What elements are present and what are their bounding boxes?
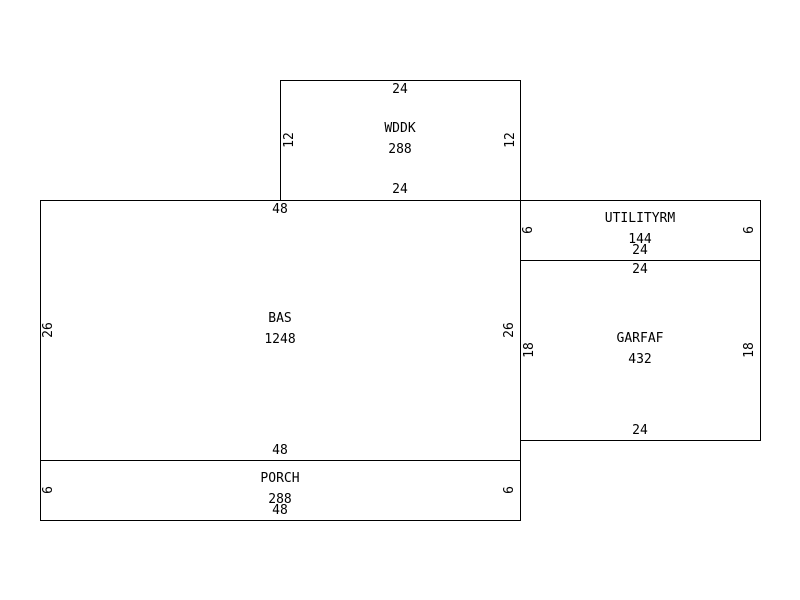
porch-left-dimension: 6: [41, 486, 56, 494]
area-garfaf: 24 GARFAF 432 24 18 18: [520, 260, 761, 441]
porch-outline: [40, 460, 521, 521]
garfaf-label: GARFAF: [617, 331, 664, 346]
area-utilityrm: UTILITYRM 144 24 6 6: [520, 200, 761, 261]
porch-bottom-dimension: 48: [272, 503, 288, 518]
garfaf-right-dimension: 18: [742, 342, 757, 358]
area-bas: 48 BAS 1248 48 26 26: [40, 200, 521, 461]
area-wddk: 24 WDDK 288 24 12 12: [280, 80, 521, 201]
garfaf-outline: [520, 260, 761, 441]
wddk-bottom-dimension: 24: [392, 182, 408, 197]
bas-left-dimension: 26: [41, 322, 56, 338]
utilityrm-left-dimension: 6: [521, 226, 536, 234]
utilityrm-bottom-dimension: 24: [632, 243, 648, 258]
area-porch: PORCH 288 48 6 6: [40, 460, 521, 521]
utilityrm-right-dimension: 6: [742, 226, 757, 234]
porch-area-value: 288: [268, 492, 291, 507]
bas-label: BAS: [268, 311, 291, 326]
bas-bottom-dimension: 48: [272, 443, 288, 458]
bas-area-value: 1248: [264, 332, 295, 347]
garfaf-area-value: 432: [628, 352, 651, 367]
garfaf-top-dimension: 24: [632, 262, 648, 277]
wddk-right-dimension: 12: [503, 132, 518, 148]
wddk-area-value: 288: [388, 142, 411, 157]
wddk-outline: [280, 80, 521, 201]
garfaf-left-dimension: 18: [522, 342, 537, 358]
garfaf-bottom-dimension: 24: [632, 423, 648, 438]
porch-right-dimension: 6: [502, 486, 517, 494]
wddk-label: WDDK: [384, 121, 415, 136]
porch-label: PORCH: [260, 471, 299, 486]
utilityrm-label: UTILITYRM: [605, 211, 676, 226]
bas-right-dimension: 26: [502, 322, 517, 338]
wddk-left-dimension: 12: [282, 132, 297, 148]
bas-top-dimension: 48: [272, 202, 288, 217]
bas-outline: [40, 200, 521, 461]
utilityrm-outline: [520, 200, 761, 261]
utilityrm-area-value: 144: [628, 232, 652, 247]
wddk-top-dimension: 24: [392, 82, 408, 97]
